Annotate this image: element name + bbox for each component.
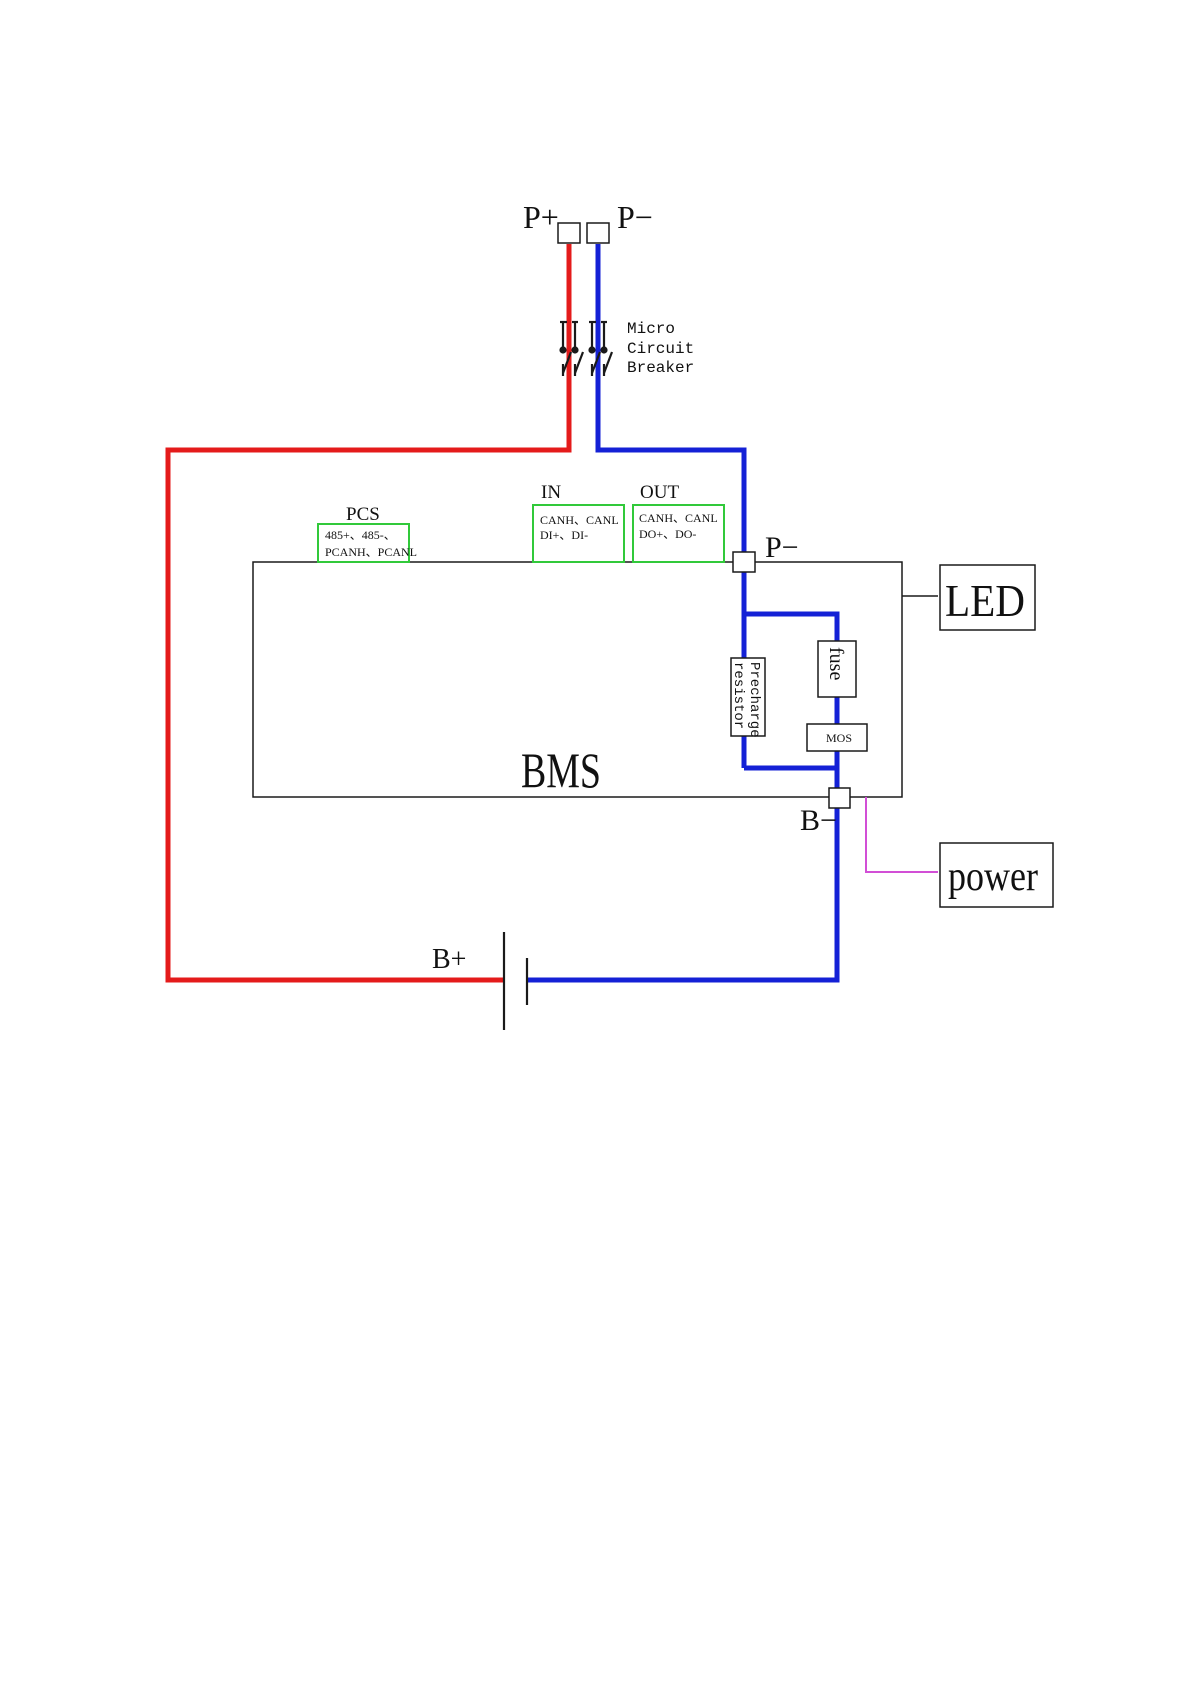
fuse-label: fuse: [825, 647, 847, 680]
p-minus-top-label: P−: [617, 199, 653, 235]
led-label: LED: [945, 575, 1025, 626]
precharge-label-line1: Precharge: [746, 662, 762, 738]
p-minus-terminal: [587, 223, 609, 243]
pcs-title: PCS: [346, 504, 380, 525]
breaker-label-line1: Micro: [627, 320, 675, 338]
pcs-signals-line1: 485+、485-、: [325, 528, 396, 542]
b-plus-label: B+: [432, 944, 466, 975]
out-signals-line1: CANH、CANL: [639, 511, 718, 525]
precharge-label-line2: resistor: [730, 662, 746, 729]
in-title: IN: [541, 482, 561, 503]
b-minus-label: B−: [800, 804, 837, 837]
power-wire: [866, 797, 938, 872]
p-minus-bms-label: P−: [765, 531, 799, 564]
power-label: power: [948, 854, 1038, 900]
out-signals-line2: DO+、DO-: [639, 527, 696, 541]
p-plus-label: P+: [523, 199, 559, 235]
bms-p-minus-terminal: [733, 552, 755, 572]
positive-wire: [168, 244, 569, 980]
in-signals-line2: DI+、DI-: [540, 528, 588, 542]
breaker-label-line2: Circuit: [627, 340, 694, 358]
negative-wire-bottom: [527, 808, 837, 980]
bms-label: BMS: [521, 742, 601, 798]
mos-label: MOS: [826, 731, 852, 745]
breaker-label-line3: Breaker: [627, 359, 694, 377]
p-plus-terminal: [558, 223, 580, 243]
out-title: OUT: [640, 482, 679, 503]
in-signals-line1: CANH、CANL: [540, 513, 619, 527]
pcs-signals-line2: PCANH、PCANL: [325, 545, 417, 559]
branch-join: [744, 768, 837, 788]
